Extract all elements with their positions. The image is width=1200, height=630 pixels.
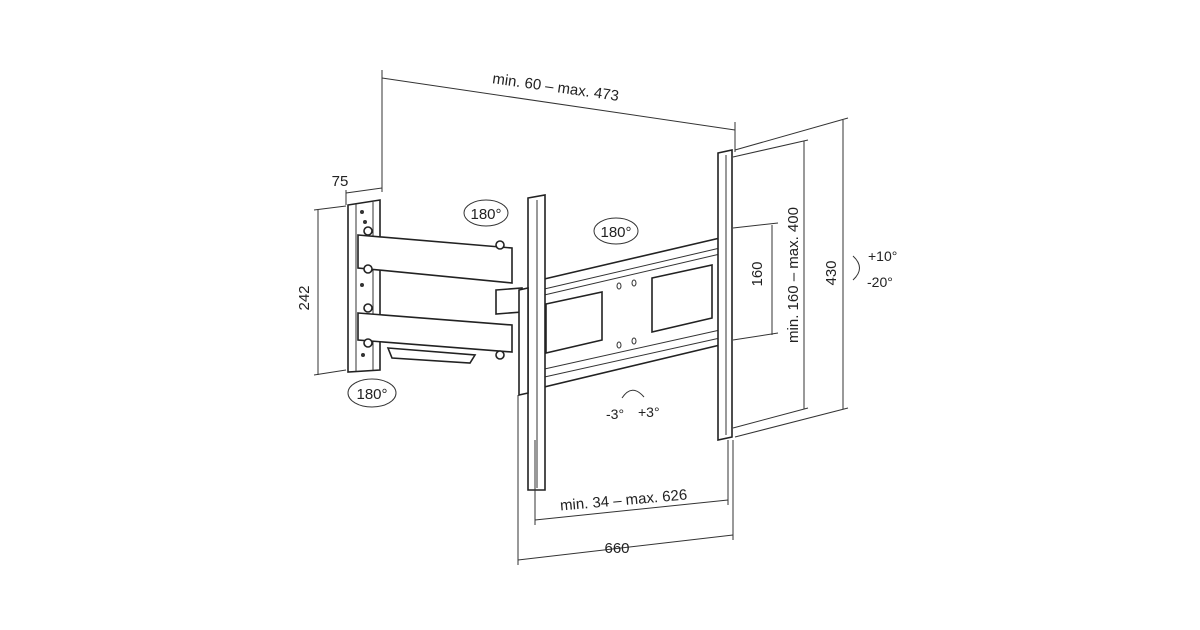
- tilt-up-label: +10°: [868, 248, 897, 264]
- total-width-label: 660: [604, 540, 629, 557]
- swing-arms: [357, 226, 523, 364]
- wall-swivel-label: 180°: [356, 386, 387, 403]
- level-arc-icon: [621, 389, 645, 399]
- level-indicator: -3° +3°: [606, 389, 660, 422]
- bracket-height-dimension: 430: [734, 117, 849, 438]
- wall-plate-height-label: 242: [296, 285, 313, 310]
- arm-swivel-badge: 180°: [463, 199, 509, 227]
- right-vertical-bracket: [717, 149, 733, 441]
- level-minus-label: -3°: [606, 406, 624, 422]
- vesa-fixed-dimension: 160: [732, 222, 779, 341]
- vesa-width-dimension: min. 34 – max. 626: [534, 440, 729, 525]
- rotate-icon: [593, 217, 639, 245]
- crossbar: [539, 236, 721, 390]
- depth-dimension: min. 60 – max. 473: [381, 70, 736, 192]
- vesa-range-label: min. 160 – max. 400: [785, 207, 802, 343]
- level-plus-label: +3°: [638, 404, 660, 420]
- wall-plate-depth-dimension: 75: [332, 173, 383, 205]
- bracket-swivel-label: 180°: [600, 224, 631, 241]
- wall-plate: [347, 199, 381, 373]
- wall-plate-height-dimension: 242: [296, 205, 347, 376]
- left-vertical-bracket: [518, 194, 546, 491]
- tilt-indicator: +10° -20°: [852, 248, 897, 290]
- vesa-range-dimension: min. 160 – max. 400: [732, 139, 809, 429]
- rotate-icon: [347, 378, 397, 408]
- wall-plate-depth-label: 75: [332, 173, 349, 190]
- bracket-height-label: 430: [823, 260, 840, 285]
- depth-range-label: min. 60 – max. 473: [491, 70, 620, 105]
- wall-swivel-badge: 180°: [347, 378, 397, 408]
- tilt-down-label: -20°: [867, 274, 893, 290]
- tilt-arrow-icon: [852, 255, 860, 281]
- rotate-icon: [463, 199, 509, 227]
- vesa-fixed-label: 160: [749, 261, 766, 286]
- bracket-swivel-badge: 180°: [593, 217, 639, 245]
- arm-swivel-label: 180°: [470, 206, 501, 223]
- total-width-dimension: 660: [517, 395, 734, 565]
